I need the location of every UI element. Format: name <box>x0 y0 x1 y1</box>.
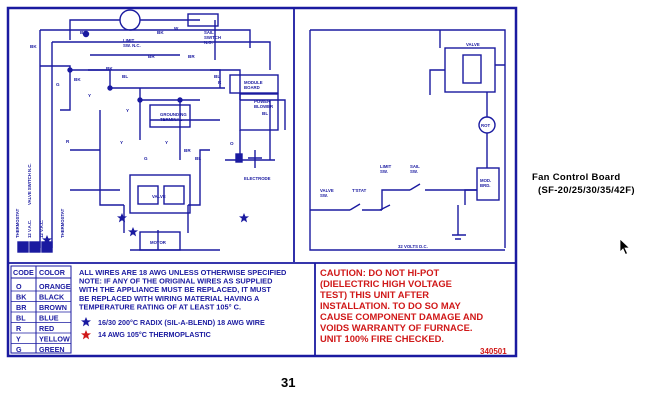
legend-code: BL <box>16 314 26 323</box>
wire-code-label: BL <box>214 74 220 79</box>
wire-code-label: BK <box>106 66 113 71</box>
wire-code-label: G <box>144 156 148 161</box>
legend-code: BK <box>16 293 27 302</box>
wire-code-label: BL <box>262 111 268 116</box>
color-code-table <box>10 265 72 354</box>
legend-color: ORANGE <box>39 282 71 291</box>
diagram-frame <box>6 6 518 358</box>
legend-code: O <box>16 282 22 291</box>
legend-code: BR <box>16 303 27 312</box>
blue-star-4 <box>239 213 249 223</box>
mod-board-label: MOD.BRD. <box>480 178 491 188</box>
tstat-label: T'STAT <box>352 188 367 193</box>
legend-color: YELLOW <box>39 335 70 344</box>
rot-label: ROT <box>481 123 490 128</box>
wire-code-label: Y <box>126 108 129 113</box>
caution-line: TEST) THIS UNIT AFTER <box>320 289 429 300</box>
caution-line: UNIT 100% FIRE CHECKED. <box>320 333 444 344</box>
wire-code-label: BR <box>188 54 195 59</box>
wire-code-label: BR <box>184 148 191 153</box>
volts-label: 32 VOLTS D.C. <box>398 244 428 249</box>
legend-color: GREEN <box>39 345 65 354</box>
part-number: 340501 <box>480 347 507 356</box>
side-label: 12 V.A.C. <box>27 220 32 238</box>
legend-color: RED <box>39 324 54 333</box>
wire-legend-red-star <box>81 330 91 340</box>
wire-legend-1: 16/30 200°C RADIX (SIL-A-BLEND) 18 AWG W… <box>98 318 265 327</box>
wire-code-label: BK <box>157 30 164 35</box>
wire-code-label: Y <box>120 140 123 145</box>
electrode-label: ELECTRODE <box>244 176 271 181</box>
note-line: BE REPLACED WITH WIRING MATERIAL HAVING … <box>79 294 260 303</box>
legend-color: BROWN <box>39 303 67 312</box>
note-line: TEMPERATURE RATING OF AT LEAST 105° C. <box>79 302 241 311</box>
wire-code-label: BL <box>122 74 128 79</box>
wire-code-label: R <box>66 139 70 144</box>
wire-code-label: G <box>56 82 60 87</box>
note-line: ALL WIRES ARE 18 AWG UNLESS OTHERWISE SP… <box>79 268 287 277</box>
wire-code-label: BK <box>30 44 37 49</box>
valve-label: VALVE <box>152 194 166 199</box>
wire-code-label: BL <box>195 156 201 161</box>
note-line: WITH THE APPLIANCE MUST BE REPLACED, IT … <box>79 285 271 294</box>
wire-code-label: O <box>230 141 234 146</box>
wire-code-label: BK <box>80 30 87 35</box>
legend-code: R <box>16 324 22 333</box>
caution-line: CAUTION: DO NOT HI-POT <box>320 267 440 278</box>
caution-line: CAUSE COMPONENT DAMAGE AND <box>320 311 483 322</box>
wire-legend-blue-star <box>81 317 91 327</box>
wire-code-label: Y <box>165 140 168 145</box>
caution-line: VOIDS WARRANTY OF FURNACE. <box>320 322 472 333</box>
legend-code: G <box>16 345 22 354</box>
wire-code-label: R <box>218 80 222 85</box>
legend-code: Y <box>16 335 21 344</box>
right-schematic <box>309 29 506 251</box>
blue-star-3 <box>128 227 138 237</box>
figure-subtitle: (SF-20/25/30/35/42F) <box>538 185 635 196</box>
wire-code-label: W <box>174 26 179 31</box>
mouse-cursor-icon <box>619 238 631 256</box>
side-label: VALVE SWITCH N.C. <box>27 163 32 205</box>
figure-title: Fan Control Board <box>532 172 621 183</box>
page-number: 31 <box>281 375 296 390</box>
note-line: NOTE: IF ANY OF THE ORIGINAL WIRES AS SU… <box>79 277 273 286</box>
wire-legend-2: 14 AWG 105°C THERMOPLASTIC <box>98 330 211 339</box>
wire-code-label: BK <box>74 77 81 82</box>
blue-star-2 <box>117 213 127 223</box>
legend-code-header: CODE <box>13 268 34 277</box>
legend-color-header: COLOR <box>39 268 66 277</box>
left-schematic <box>17 9 286 253</box>
wire-code-label: BR <box>148 54 155 59</box>
legend-color: BLUE <box>39 314 59 323</box>
wire-code-label: Y <box>88 93 91 98</box>
motor-label: MOTOR <box>150 240 167 245</box>
legend-color: BLACK <box>39 293 65 302</box>
caution-line: (DIELECTRIC HIGH VOLTAGE <box>320 278 452 289</box>
side-label: 12 V.A.C. <box>39 220 44 238</box>
caution-line: INSTALLATION. TO DO SO MAY <box>320 300 462 311</box>
side-label: THERMOSTAT <box>60 208 65 238</box>
right-valve-label: VALVE <box>466 42 480 47</box>
side-label: THERMOSTAT <box>15 208 20 238</box>
